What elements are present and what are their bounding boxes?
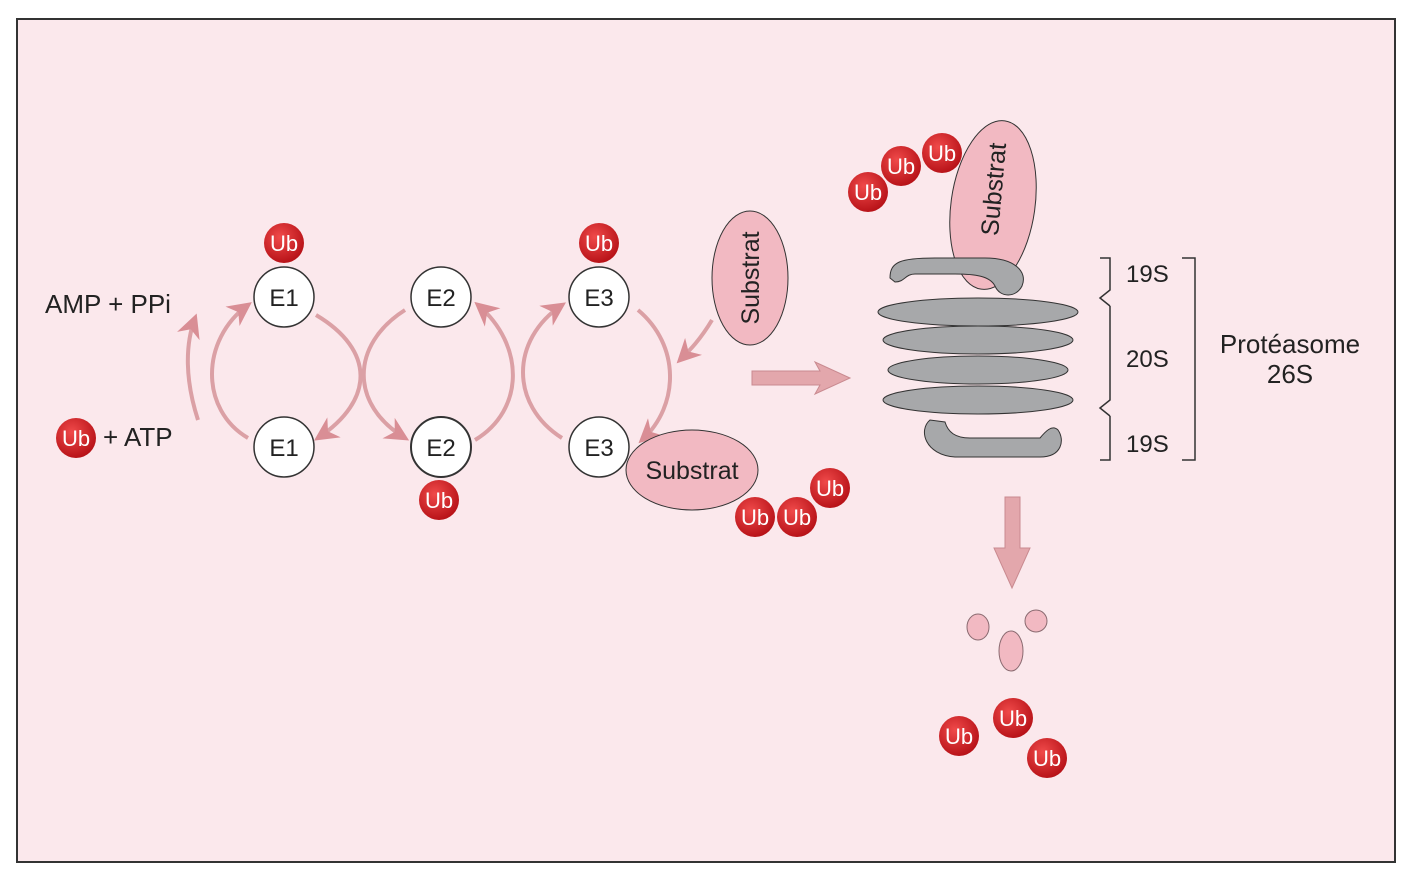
svg-text:Ub: Ub bbox=[945, 724, 973, 749]
svg-text:Ub: Ub bbox=[270, 231, 298, 256]
ub-atp-ub: Ub bbox=[56, 418, 96, 458]
svg-text:Substrat: Substrat bbox=[645, 457, 738, 485]
bracket-20s bbox=[1098, 306, 1111, 417]
e2-top: E2 bbox=[410, 266, 472, 328]
e3-top: E3 bbox=[568, 266, 630, 328]
svg-text:Ub: Ub bbox=[928, 141, 956, 166]
svg-text:Ub: Ub bbox=[999, 706, 1027, 731]
bracket-19s-bottom bbox=[1100, 416, 1111, 461]
e3-right-arrow bbox=[636, 308, 672, 444]
svg-text:Ub: Ub bbox=[741, 505, 769, 530]
e2-left-arrow bbox=[361, 308, 410, 441]
svg-text:Ub: Ub bbox=[783, 505, 811, 530]
peptide-fragments bbox=[966, 609, 1048, 672]
proteasome-20s-core bbox=[877, 297, 1079, 415]
bound-ub-chain: Ub Ub Ub bbox=[735, 468, 850, 537]
e1-top-ub: Ub bbox=[264, 223, 304, 263]
bound-substrate: Substrat bbox=[625, 429, 759, 511]
e2-bottom-to-e3-arrow bbox=[521, 302, 566, 440]
svg-text:Ub: Ub bbox=[854, 180, 882, 205]
svg-text:E2: E2 bbox=[426, 435, 455, 462]
bracket-26s bbox=[1182, 257, 1196, 461]
label-20s: 20S bbox=[1126, 346, 1169, 373]
atp-label: + ATP bbox=[103, 422, 173, 452]
svg-text:Ub: Ub bbox=[425, 488, 453, 513]
svg-text:Ub: Ub bbox=[62, 426, 90, 451]
proteasome-19s-bottom-cap bbox=[923, 419, 1062, 458]
e3-top-ub: Ub bbox=[579, 223, 619, 263]
released-ub: Ub Ub Ub bbox=[939, 698, 1067, 778]
svg-text:E2: E2 bbox=[426, 285, 455, 312]
svg-text:Ub: Ub bbox=[585, 231, 613, 256]
proteasome-ub-chain: Ub Ub Ub bbox=[848, 133, 962, 212]
atp-to-amp-arrow bbox=[177, 313, 200, 421]
label-19s-top: 19S bbox=[1126, 261, 1169, 288]
proteasome-label-line1: Protéasome bbox=[1220, 329, 1360, 359]
e1-top: E1 bbox=[253, 266, 315, 328]
svg-text:Ub: Ub bbox=[816, 476, 844, 501]
proteasome-19s-top-cap bbox=[889, 257, 1024, 296]
label-19s-bottom: 19S bbox=[1126, 431, 1169, 458]
svg-text:Ub: Ub bbox=[1033, 746, 1061, 771]
e1-bottom-to-top-arrow bbox=[210, 302, 252, 440]
svg-text:Substrat: Substrat bbox=[737, 231, 765, 324]
amp-ppi-label: AMP + PPi bbox=[45, 289, 171, 319]
svg-text:Ub: Ub bbox=[887, 154, 915, 179]
proteasome-label-line2: 26S bbox=[1267, 359, 1313, 389]
e3-bottom: E3 bbox=[568, 416, 630, 478]
e2-bottom-ub: Ub bbox=[419, 480, 459, 520]
to-proteasome-arrow bbox=[751, 360, 852, 396]
svg-text:E3: E3 bbox=[584, 435, 613, 462]
e2-top-to-e2-bottom-arrow bbox=[473, 301, 515, 442]
svg-text:E3: E3 bbox=[584, 285, 613, 312]
svg-text:E1: E1 bbox=[269, 435, 298, 462]
e2-bottom: E2 bbox=[410, 416, 472, 478]
substrate-to-e3-arrow bbox=[676, 318, 714, 364]
cycle-arrows bbox=[177, 301, 714, 444]
svg-text:E1: E1 bbox=[269, 285, 298, 312]
degradation-arrow bbox=[993, 496, 1031, 590]
bracket-19s-top bbox=[1098, 257, 1111, 307]
e1-bottom: E1 bbox=[253, 416, 315, 478]
e1-to-e2-arrow bbox=[314, 313, 363, 441]
proteasome-substrate: Substrat bbox=[949, 120, 1037, 290]
free-substrate: Substrat bbox=[711, 210, 789, 346]
